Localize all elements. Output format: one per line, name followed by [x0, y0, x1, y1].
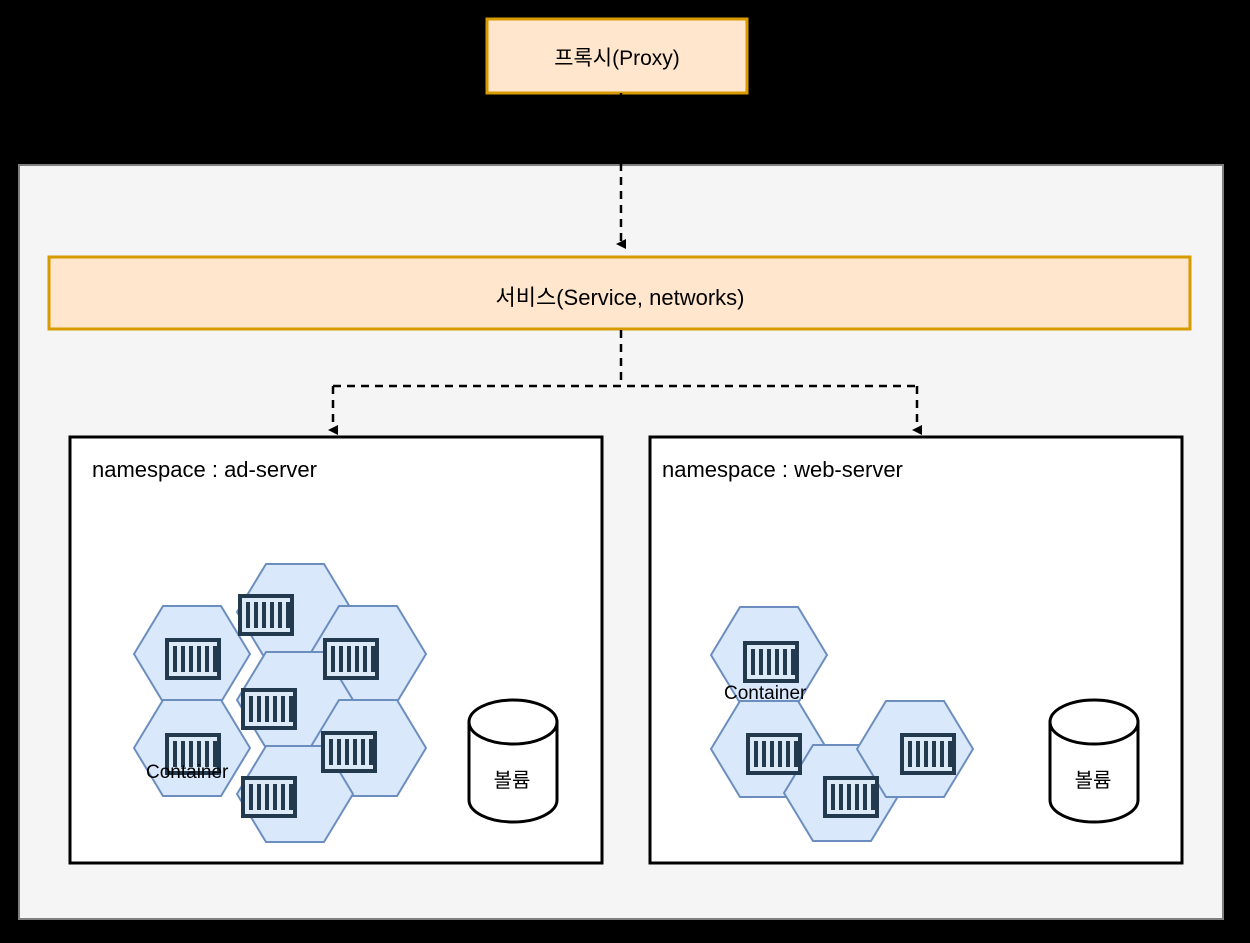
- connector-service-to-namespaces: [328, 330, 922, 435]
- proxy-box[interactable]: [485, 17, 749, 95]
- container-icons-right: [743, 641, 956, 818]
- container-icon: [743, 641, 799, 683]
- container-icon: [165, 638, 221, 680]
- container-icon: [241, 776, 297, 818]
- container-icon: [323, 638, 379, 680]
- container-icon: [238, 594, 294, 636]
- service-bar[interactable]: [47, 255, 1192, 331]
- container-icon: [746, 733, 802, 775]
- container-icons-left: [165, 594, 379, 818]
- volume-cylinder-right[interactable]: [1048, 698, 1140, 824]
- container-icon: [321, 731, 377, 773]
- container-icon: [165, 733, 221, 775]
- container-icon: [823, 776, 879, 818]
- container-icon: [900, 733, 956, 775]
- volume-cylinder-left[interactable]: [467, 698, 559, 824]
- container-icon: [241, 688, 297, 730]
